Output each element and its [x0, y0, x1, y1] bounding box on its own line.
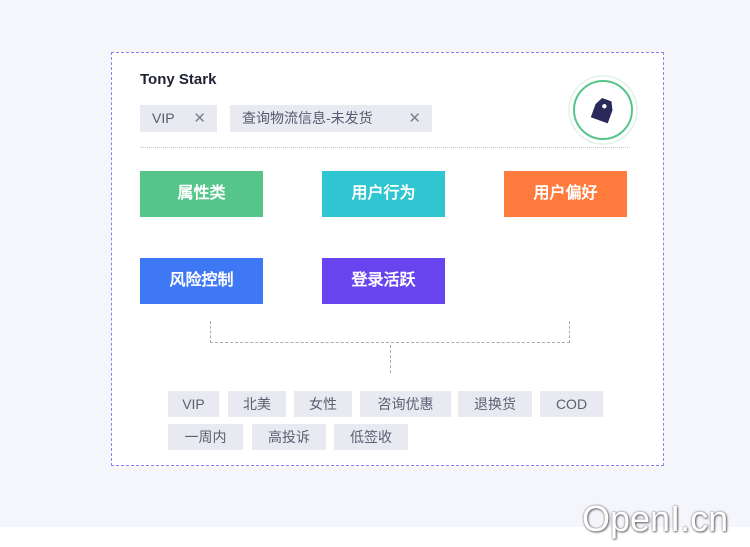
tag-icon: [590, 97, 613, 124]
tag-item: VIP: [168, 391, 219, 417]
tag-badge: [568, 75, 638, 145]
chip-label: VIP: [152, 110, 175, 126]
page-bottom-band: [0, 527, 750, 547]
category-risk-control[interactable]: 风险控制: [140, 258, 263, 304]
category-login-activity[interactable]: 登录活跃: [322, 258, 445, 304]
tag-item: 咨询优惠: [360, 391, 451, 417]
tag-item: 女性: [294, 391, 352, 417]
close-icon[interactable]: ✕: [193, 110, 206, 127]
dotted-divider: [140, 147, 630, 148]
tag-item: 低签收: [334, 424, 408, 450]
category-attributes[interactable]: 属性类: [140, 171, 263, 217]
category-user-behavior[interactable]: 用户行为: [322, 171, 445, 217]
tag-group-connector-stem: [390, 345, 391, 373]
watermark-logo: OpenI.cn: [582, 498, 729, 539]
chip-label: 查询物流信息-未发货: [242, 110, 373, 126]
chip-vip: VIP ✕: [140, 105, 217, 132]
user-name: Tony Stark: [140, 71, 217, 88]
tag-item: 北美: [228, 391, 286, 417]
tag-group-connector: [210, 321, 570, 343]
badge-outer-ring: [568, 75, 638, 145]
close-icon[interactable]: ✕: [408, 110, 421, 127]
tag-item: 高投诉: [252, 424, 326, 450]
tag-item: 退换货: [458, 391, 532, 417]
tag-item: 一周内: [168, 424, 243, 450]
category-user-preference[interactable]: 用户偏好: [504, 171, 627, 217]
user-profile-card: Tony Stark VIP ✕ 查询物流信息-未发货 ✕ 属性类 用户行为 用…: [111, 52, 664, 466]
chip-logistics-query: 查询物流信息-未发货 ✕: [230, 105, 432, 132]
tag-item: COD: [540, 391, 603, 417]
